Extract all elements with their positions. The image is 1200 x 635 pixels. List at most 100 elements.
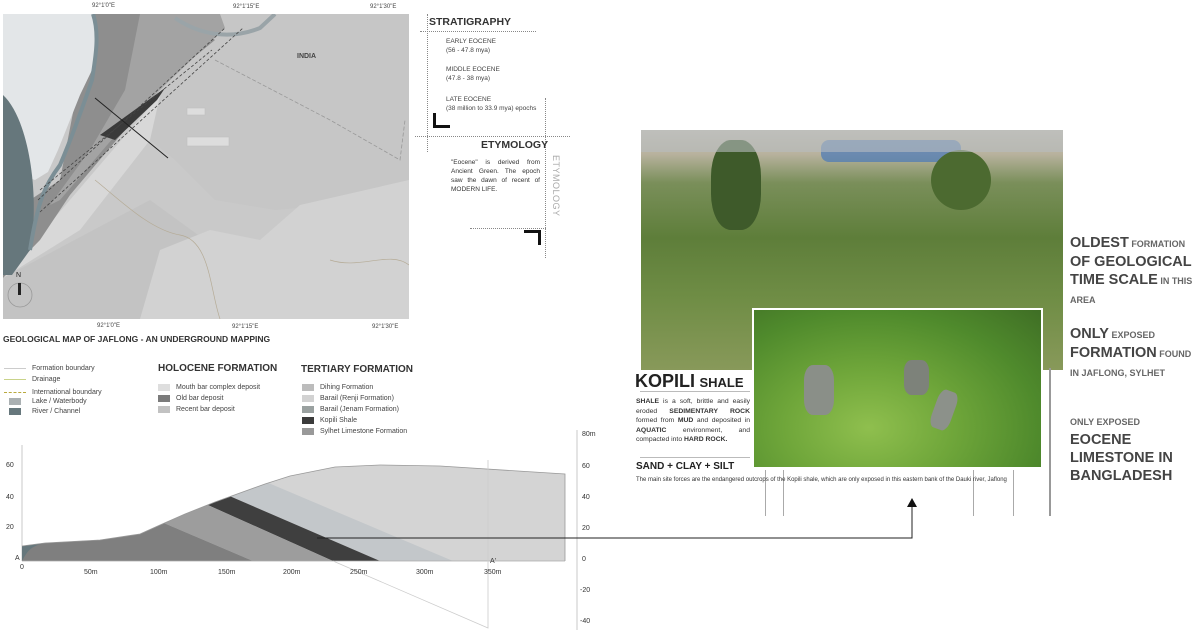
international-boundary [37,27,244,213]
country-label: INDIA [297,53,317,60]
epoch-range: (56 - 47.8 mya) [446,47,491,54]
color-swatch [158,395,170,402]
legend-label: Sylhet Limestone Formation [320,428,408,435]
legend-label: Formation boundary [32,365,95,372]
legend-label: Lake / Waterbody [32,398,87,405]
fact-oldest: OLDEST FORMATION OF GEOLOGICAL TIME SCAL… [1070,234,1198,309]
river-water [641,130,1063,152]
strata [22,465,565,561]
description-segment: is a soft, brittle and easily eroded [636,398,750,415]
legend-label: Recent bar deposit [176,406,235,413]
stratigraphy-title: STRATIGRAPHY [429,16,512,28]
fact-segment: ONLY EXPOSED [1070,417,1141,427]
fact-eocene-limestone: ONLY EXPOSED EOCENE LIMESTONE IN BANGLAD… [1070,412,1198,485]
description-segment: SHALE [636,398,660,405]
x-tick: 100m [150,569,168,576]
line-swatch [4,392,26,393]
etymology-text: "Eocene" is derived from Ancient Green. … [451,159,540,193]
x-tick: 0 [20,564,24,571]
left-tick: 60 [6,462,14,469]
legend-item: Barail (Jenam Formation) [302,406,399,413]
color-swatch [302,384,314,391]
right-tick: 20 [582,525,590,532]
end-label: A' [490,558,497,565]
dauki-river-floodplain [3,14,97,180]
legend-item: Mouth bar complex deposit [158,384,260,391]
legend-drainage: Drainage [4,376,60,383]
corner-mark [433,113,450,128]
x-tick: 250m [350,569,368,576]
legend-item: Recent bar deposit [158,406,235,413]
description-segment: and deposited in [693,417,750,424]
north-label: N [16,272,22,279]
ground-profile [21,464,566,561]
map-coord-top-3: 92°1'30"E [370,4,397,10]
shale-rock [904,360,929,395]
divider [1013,470,1014,516]
description-segment: MUD [677,417,694,424]
epoch-range: (47.8 - 38 mya) [446,75,491,82]
legend-international-boundary: International boundary [4,389,102,396]
section-line-a-a [94,97,169,159]
map-label-box [186,136,230,147]
kopili-description: SHALE is a soft, brittle and easily erod… [636,397,750,445]
fact-segment: EOCENE LIMESTONE IN BANGLADESH [1070,432,1173,484]
corner-mark [524,230,541,245]
site-caption: The main site forces are the endangered … [636,477,1007,483]
right-tick: 60 [582,463,590,470]
description-segment: AQUATIC [636,426,667,434]
river-channel [28,14,99,251]
dauki-river [3,95,34,275]
divider [1049,368,1051,516]
legend-label: Old bar deposit [176,395,224,402]
fact-segment: FORMATION [1070,345,1157,361]
legend-label: Drainage [32,376,61,383]
left-tick: 40 [6,494,14,501]
divider [427,14,428,152]
legend-item: Old bar deposit [158,395,223,402]
left-tick: 20 [6,524,14,531]
right-tick: 80m [582,431,596,438]
map-coord-top-1: 92°1'0"E [92,3,116,9]
color-swatch [158,384,170,391]
divider [545,98,546,258]
divider [640,457,750,458]
right-tick: -40 [580,618,591,625]
epoch-middle: MIDDLE EOCENE(47.8 - 38 mya) [446,65,500,83]
fact-segment: FOUND IN JAFLONG, SYLHET [1070,349,1192,378]
drainage-river-north [173,14,277,37]
tertiary-title: TERTIARY FORMATION [301,364,414,375]
kopili-title: KOPILI SHALE [635,371,744,392]
divider [783,470,784,516]
fact-segment: EXPOSED [1108,330,1155,340]
connector-line [317,506,913,539]
shale-rock [804,365,834,415]
color-swatch [302,417,314,424]
shale-rock [927,387,961,433]
legend-formation-boundary: Formation boundary [4,365,95,372]
legend-item: Dihing Formation [302,384,373,391]
title-bold: KOPILI [635,371,696,391]
line-swatch [4,368,26,369]
epoch-late: LATE EOCENE(38 million to 33.9 mya) epoc… [446,95,536,113]
epoch-name: LATE EOCENE [446,96,492,103]
site-photo-outcrop [752,308,1043,469]
map-coord-top-2: 92°1'15"E [233,4,260,10]
legend-label: International boundary [32,389,102,396]
color-swatch [9,398,21,405]
map-label-box [186,107,206,116]
etymology-title: ETYMOLOGY [481,139,549,151]
upland-area [150,14,409,210]
composition-label: SAND + CLAY + SILT [636,461,735,472]
description-segment: environment, and compacted into [636,426,750,444]
right-tick: -20 [580,587,591,594]
legend-label: Kopili Shale [320,417,357,424]
description-segment: formed from [636,417,678,424]
line-swatch [4,379,26,380]
start-label: A [15,555,20,562]
x-tick: 150m [218,569,236,576]
legend-river: River / Channel [9,408,80,415]
legend-label: Barail (Jenam Formation) [320,406,399,413]
north-arrow-icon [18,283,21,295]
south-area [140,180,409,319]
